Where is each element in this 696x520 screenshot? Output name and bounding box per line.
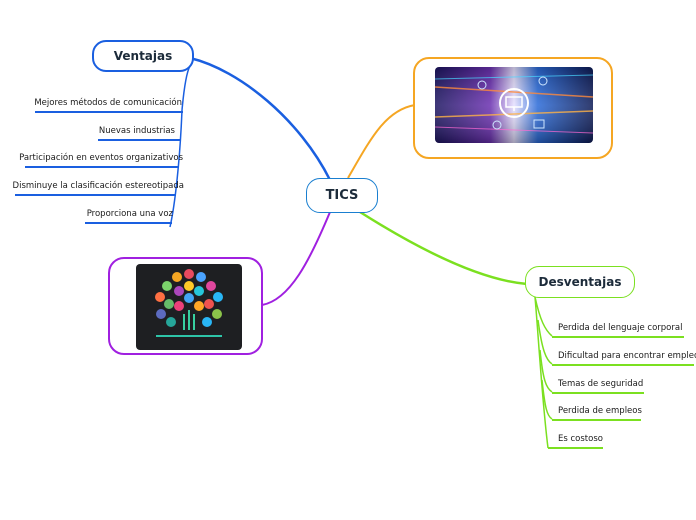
ventajas-item-2[interactable]: Nuevas industrias — [98, 126, 175, 136]
link-center-image-bottom — [261, 211, 331, 306]
ventajas-item-5[interactable]: Proporciona una voz — [86, 209, 173, 219]
desventajas-item-3[interactable]: Temas de seguridad — [558, 379, 644, 389]
social-media-tree-image — [136, 264, 242, 350]
ventajas-item-3[interactable]: Participación en eventos organizativos — [19, 153, 183, 163]
center-topic-node[interactable]: TICS — [306, 178, 378, 213]
technology-image-node[interactable] — [413, 57, 613, 159]
link-center-ventajas — [189, 56, 332, 181]
ventajas-label: Ventajas — [113, 49, 173, 63]
link-center-image-top — [347, 104, 416, 179]
desventajas-node[interactable]: Desventajas — [525, 266, 635, 298]
link-center-desventajas — [359, 210, 528, 286]
ventajas-node[interactable]: Ventajas — [92, 40, 194, 72]
ventajas-item-4[interactable]: Disminuye la clasificación estereotipada — [12, 181, 184, 191]
center-topic-label: TICS — [325, 188, 359, 203]
desventajas-item-5[interactable]: Es costoso — [558, 434, 603, 444]
social-media-image-node[interactable] — [108, 257, 263, 355]
technology-network-image — [435, 67, 593, 143]
desventajas-item-2[interactable]: Dificultad para encontrar empleo — [558, 351, 696, 361]
desventajas-item-4[interactable]: Perdida de empleos — [558, 406, 642, 416]
desventajas-item-1[interactable]: Perdida del lenguaje corporal — [558, 323, 683, 333]
desventajas-label: Desventajas — [538, 275, 622, 289]
ventajas-item-1[interactable]: Mejores métodos de comunicación — [34, 98, 182, 108]
